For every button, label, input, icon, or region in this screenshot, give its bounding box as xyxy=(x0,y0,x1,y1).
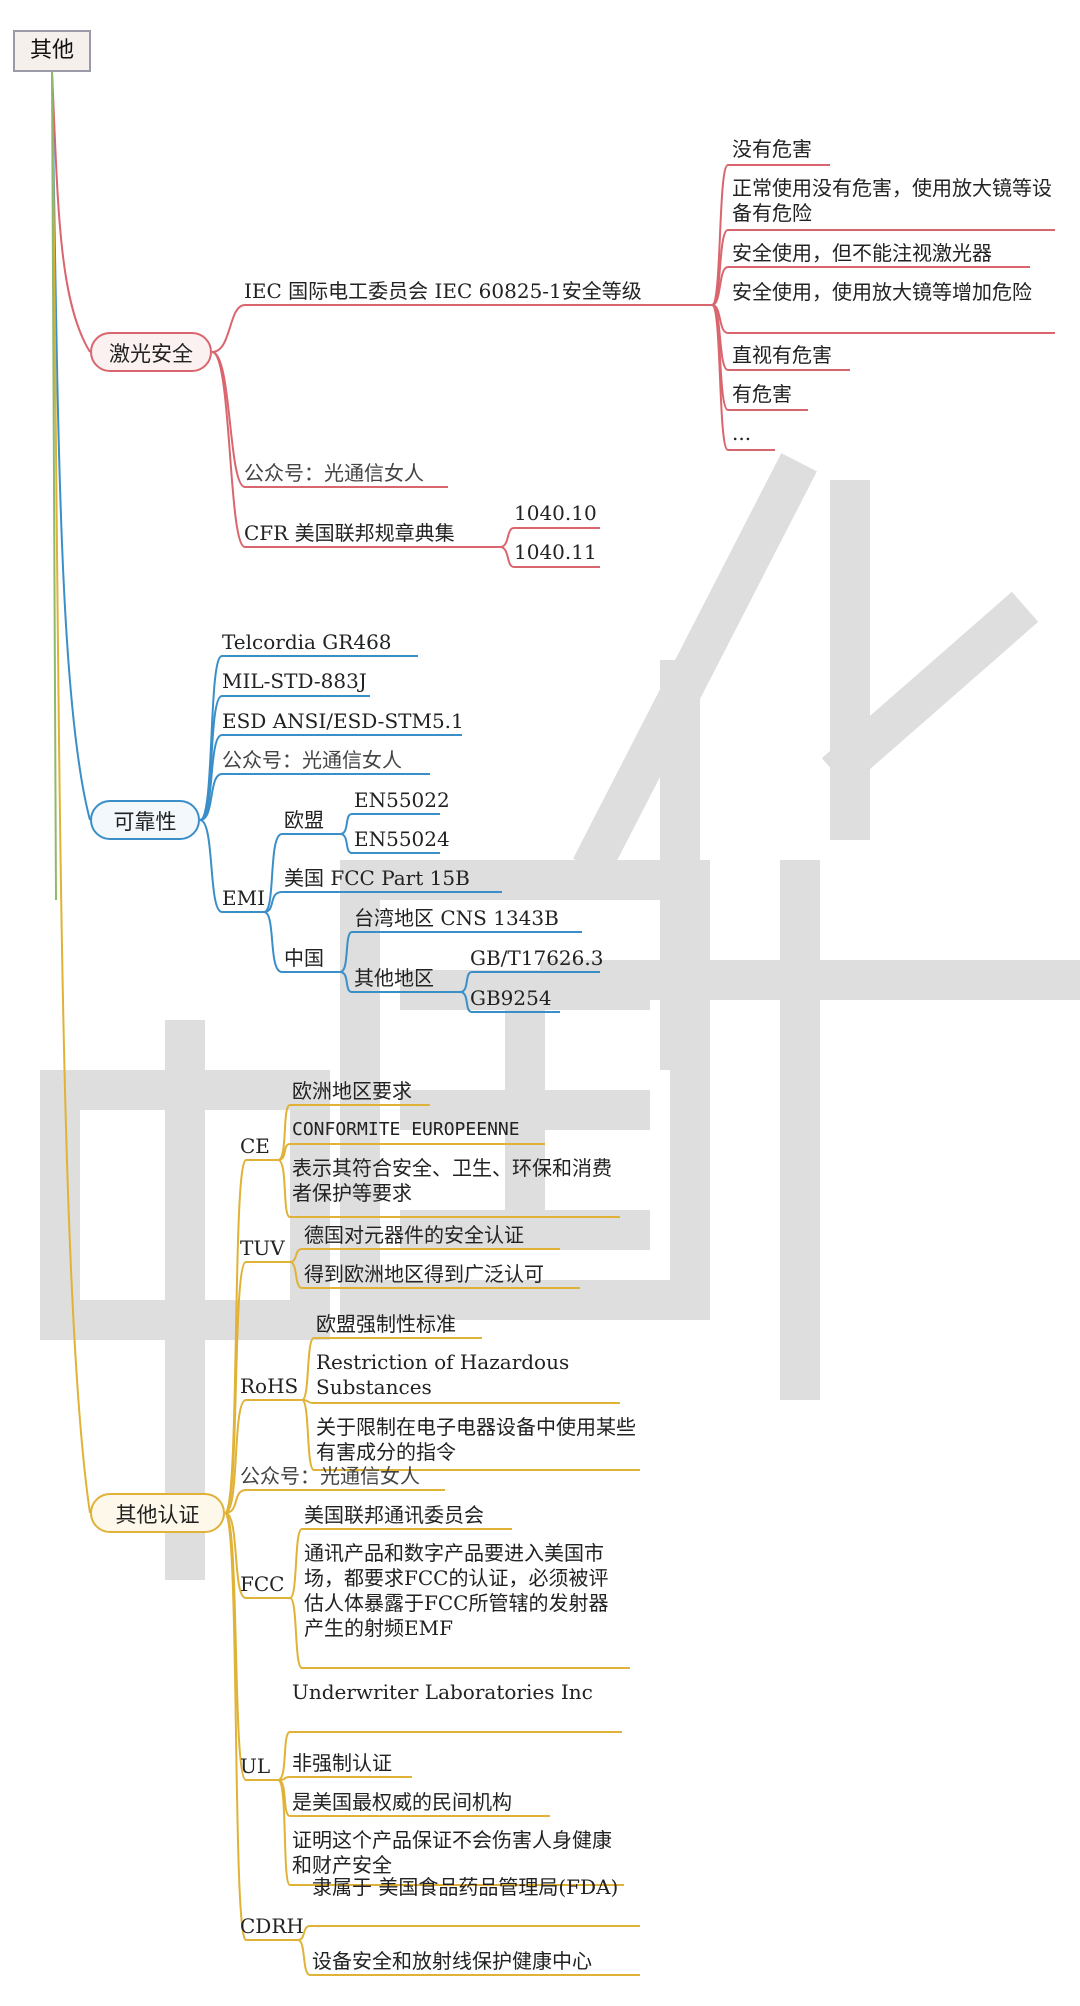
cert-ce-node[interactable]: CE xyxy=(240,1134,270,1158)
laser-iec-node[interactable]: IEC 国际电工委员会 IEC 60825-1安全等级 xyxy=(244,279,642,303)
branch-laser-safety[interactable]: 激光安全 xyxy=(90,332,212,372)
other-item-gb9254[interactable]: GB9254 xyxy=(470,986,552,1010)
china-other-region-node[interactable]: 其他地区 xyxy=(354,966,434,990)
eu-item-en55024[interactable]: EN55024 xyxy=(354,827,450,851)
cert-fcc-node[interactable]: FCC xyxy=(240,1572,285,1596)
branch-other-certs[interactable]: 其他认证 xyxy=(90,1493,225,1533)
root-node[interactable]: 其他 xyxy=(13,30,91,72)
emi-eu-node[interactable]: 欧盟 xyxy=(284,808,324,832)
emi-china-node[interactable]: 中国 xyxy=(284,946,324,970)
fcc-item-1[interactable]: 美国联邦通讯委员会 xyxy=(304,1503,484,1527)
rel-pub-node[interactable]: 公众号：光通信女人 xyxy=(222,748,402,772)
rel-emi-node[interactable]: EMI xyxy=(222,886,265,910)
cfr-item-1040-10[interactable]: 1040.10 xyxy=(514,501,597,525)
laser-pub-node[interactable]: 公众号：光通信女人 xyxy=(244,461,424,485)
ul-item-4[interactable]: 证明这个产品保证不会伤害人身健康和财产安全 xyxy=(292,1828,612,1877)
ce-item-2[interactable]: CONFORMITE EUROPEENNE xyxy=(292,1119,520,1140)
eu-item-en55022[interactable]: EN55022 xyxy=(354,788,450,812)
laser-level-4[interactable]: 安全使用，使用放大镜等增加危险 xyxy=(732,280,1032,304)
tuv-item-1[interactable]: 德国对元器件的安全认证 xyxy=(304,1223,524,1247)
cert-cdrh-node[interactable]: CDRH xyxy=(240,1914,304,1938)
laser-level-more[interactable]: ... xyxy=(732,421,752,445)
ce-item-1[interactable]: 欧洲地区要求 xyxy=(292,1079,412,1103)
cert-pub-node[interactable]: 公众号：光通信女人 xyxy=(240,1464,420,1488)
rel-mil-node[interactable]: MIL-STD-883J xyxy=(222,669,367,693)
cert-rohs-node[interactable]: RoHS xyxy=(240,1374,299,1398)
emi-us-node[interactable]: 美国 FCC Part 15B xyxy=(284,866,470,890)
rohs-item-3[interactable]: 关于限制在电子电器设备中使用某些有害成分的指令 xyxy=(316,1415,636,1464)
laser-cfr-node[interactable]: CFR 美国联邦规章典集 xyxy=(244,521,455,545)
cfr-item-1040-11[interactable]: 1040.11 xyxy=(514,540,597,564)
laser-level-2[interactable]: 正常使用没有危害，使用放大镜等设备有危险 xyxy=(732,176,1052,225)
cert-ul-node[interactable]: UL xyxy=(240,1754,271,1778)
branch-reliability[interactable]: 可靠性 xyxy=(90,800,200,840)
rel-telcordia-node[interactable]: Telcordia GR468 xyxy=(222,630,392,654)
ce-item-3[interactable]: 表示其符合安全、卫生、环保和消费者保护等要求 xyxy=(292,1156,612,1205)
laser-level-5[interactable]: 直视有危害 xyxy=(732,343,832,367)
tuv-item-2[interactable]: 得到欧洲地区得到广泛认可 xyxy=(304,1262,544,1286)
cdrh-item-1[interactable]: 隶属于 美国食品药品管理局(FDA) xyxy=(312,1875,619,1899)
other-item-gbt17626[interactable]: GB/T17626.3 xyxy=(470,946,604,970)
laser-level-3[interactable]: 安全使用，但不能注视激光器 xyxy=(732,241,992,265)
rohs-item-2[interactable]: Restriction of Hazardous Substances xyxy=(316,1350,570,1399)
china-taiwan-node[interactable]: 台湾地区 CNS 1343B xyxy=(354,906,559,930)
ul-item-2[interactable]: 非强制认证 xyxy=(292,1751,392,1775)
laser-level-1[interactable]: 没有危害 xyxy=(732,137,812,161)
ul-item-1[interactable]: Underwriter Laboratories Inc xyxy=(292,1680,593,1704)
fcc-item-2[interactable]: 通讯产品和数字产品要进入美国市场，都要求FCC的认证，必须被评估人体暴露于FCC… xyxy=(304,1541,609,1640)
rohs-item-1[interactable]: 欧盟强制性标准 xyxy=(316,1312,456,1336)
cert-tuv-node[interactable]: TUV xyxy=(240,1236,285,1260)
cdrh-item-2[interactable]: 设备安全和放射线保护健康中心 xyxy=(312,1949,592,1973)
laser-level-6[interactable]: 有危害 xyxy=(732,382,792,406)
ul-item-3[interactable]: 是美国最权威的民间机构 xyxy=(292,1790,512,1814)
rel-esd-node[interactable]: ESD ANSI/ESD-STM5.1 xyxy=(222,709,464,733)
